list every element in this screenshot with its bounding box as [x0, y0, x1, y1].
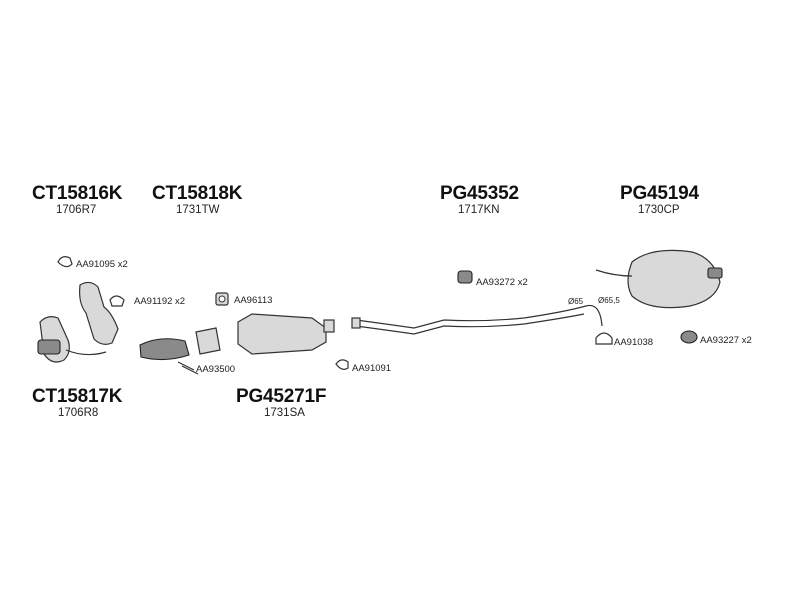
gasket-icon [109, 295, 125, 307]
part-subcode: 1731TW [176, 204, 220, 216]
part-label: AA91091 [352, 363, 392, 374]
part-label: AA91192 x2 [134, 296, 186, 307]
clamp-icon [595, 332, 613, 345]
catalytic-converter-icon [37, 281, 119, 363]
part-label: AA91095 x2 [76, 259, 128, 270]
rubber-mount-icon [680, 330, 698, 344]
part-subcode: 1731SA [264, 407, 305, 419]
part-subcode: 1730CP [638, 204, 680, 216]
part-subcode: 1717KN [458, 204, 500, 216]
pipe-diameter-label: Ø65,5 [598, 296, 620, 305]
middle-pipe-icon [351, 304, 603, 335]
clamp-icon [335, 359, 349, 370]
part-code: CT15817K [32, 386, 123, 407]
part-code: CT15816K [32, 183, 123, 204]
part-label: AA91038 [614, 337, 654, 348]
flange-gasket-icon [215, 292, 229, 306]
part-subcode: 1706R7 [56, 204, 97, 216]
part-label: AA96113 [234, 295, 273, 306]
rear-silencer-icon [595, 249, 723, 309]
part-code: PG45271F [236, 386, 327, 407]
particle-filter-icon [237, 313, 335, 355]
part-label: AA93272 x2 [476, 277, 528, 288]
part-code: PG45352 [440, 183, 519, 204]
bolt-set-icon [177, 361, 199, 375]
part-code: CT15818K [152, 183, 243, 204]
part-label: AA93227 x2 [700, 335, 752, 346]
flex-pipe-icon [139, 327, 221, 361]
rubber-mount-icon [457, 270, 473, 284]
part-code: PG45194 [620, 183, 699, 204]
part-subcode: 1706R8 [58, 407, 99, 419]
pipe-diameter-label: Ø65 [568, 297, 584, 306]
part-label: AA93500 [196, 364, 236, 375]
clamp-icon [57, 256, 73, 268]
